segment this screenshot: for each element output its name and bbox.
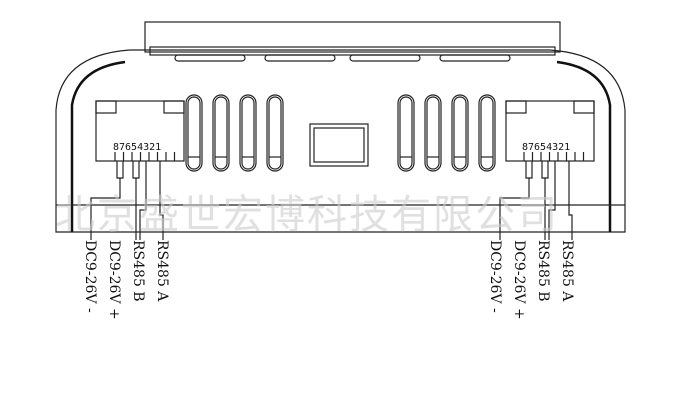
vent-slot-inner xyxy=(187,96,201,170)
connector-pins xyxy=(114,152,585,161)
vent-slot-inner xyxy=(214,96,228,170)
label-rs485-a: RS485 A xyxy=(559,240,575,302)
label-dc-minus: DC9-26V - xyxy=(487,240,503,313)
center-window xyxy=(309,123,369,167)
vent-slot xyxy=(478,94,496,172)
vent-slot-inner xyxy=(426,96,440,170)
label-rs485-a: RS485 A xyxy=(154,240,170,302)
label-dc-plus: DC9-26V + xyxy=(106,240,122,320)
right-pin-numbers: 87654321 xyxy=(522,142,570,153)
label-dc-minus: DC9-26V - xyxy=(82,240,98,313)
vent-slot xyxy=(212,94,230,172)
wires xyxy=(90,161,573,240)
vent-slot-inner xyxy=(453,96,467,170)
left-pin-numbers: 87654321 xyxy=(113,142,161,153)
vent-slots xyxy=(185,94,496,172)
top-strip xyxy=(144,21,561,62)
wire xyxy=(499,161,533,240)
vent-slot xyxy=(451,94,469,172)
wire xyxy=(90,161,124,240)
wire xyxy=(568,161,573,240)
watermark: 北京盛世宏博科技有限公司 xyxy=(55,192,559,238)
vent-slot-inner xyxy=(399,96,413,170)
vent-slot xyxy=(239,94,257,172)
vent-slot xyxy=(397,94,415,172)
vent-slot-inner xyxy=(241,96,255,170)
wire xyxy=(541,161,549,240)
wire xyxy=(139,161,147,240)
vent-slot xyxy=(424,94,442,172)
vent-slot-inner xyxy=(480,96,494,170)
wire xyxy=(132,161,140,240)
label-dc-plus: DC9-26V + xyxy=(511,240,527,320)
left-labels: DC9-26V - DC9-26V + RS485 B RS485 A xyxy=(82,240,170,320)
label-rs485-b: RS485 B xyxy=(535,240,551,302)
vent-slot xyxy=(266,94,284,172)
label-rs485-b: RS485 B xyxy=(130,240,146,302)
right-labels: DC9-26V - DC9-26V + RS485 B RS485 A xyxy=(487,240,575,320)
housing xyxy=(55,49,626,233)
wire xyxy=(159,161,164,240)
vent-slot-inner xyxy=(268,96,282,170)
vent-slot xyxy=(185,94,203,172)
wire xyxy=(548,161,556,240)
center-window-inner xyxy=(313,127,365,163)
